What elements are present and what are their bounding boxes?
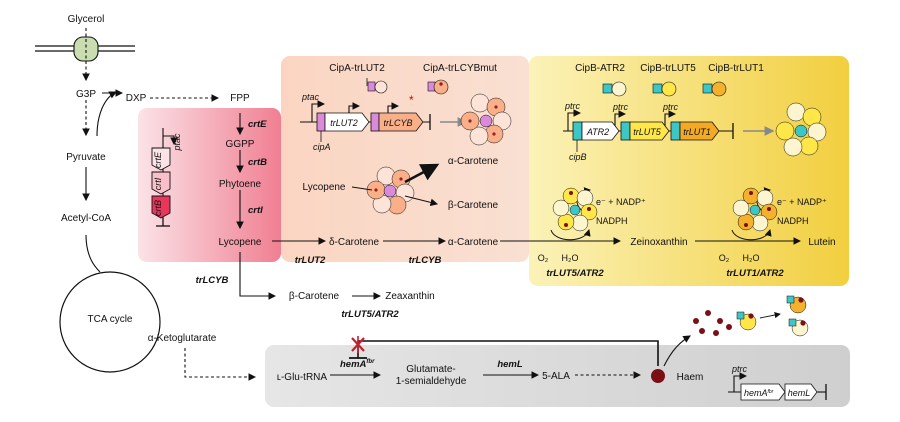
promoter-ptrc-1: ptrc <box>564 101 581 111</box>
grey-box <box>265 345 850 407</box>
hem-operon <box>728 372 827 401</box>
enzyme-trLUT5-ATR2: trLUT5/ATR2 <box>341 309 399 320</box>
salmon-box <box>281 56 529 262</box>
label-zeinoxanthin: Zeinoxanthin <box>630 237 687 248</box>
label-acetyl-coa: Acetyl-CoA <box>61 213 111 224</box>
label-b-carotene: β-Carotene <box>289 291 340 302</box>
label-a-ketoglutarate: α-Ketoglutarate <box>148 333 217 344</box>
label-cipb-atr2: CipB-ATR2 <box>575 63 625 74</box>
promoter-ptac-2: ptac <box>301 92 320 102</box>
enzyme-trLUT2: trLUT2 <box>295 255 326 266</box>
cipA-construct <box>300 100 468 142</box>
enzyme-hemL: hemL <box>497 359 523 370</box>
label-nadph-1: NADPH <box>596 216 628 226</box>
label-cipa-trlcybmut: CipA-trLCYBmut <box>423 63 497 74</box>
gene-crtB: crtB <box>153 200 163 216</box>
label-cipa-trlut2: CipA-trLUT2 <box>329 63 385 74</box>
label-nadph-2: NADPH <box>777 216 809 226</box>
label-lycopene: Lycopene <box>219 237 262 248</box>
enzyme-crtE: crtE <box>248 119 267 130</box>
gene-trLUT2: trLUT2 <box>330 118 358 128</box>
label-5-ala: 5-ALA <box>542 371 570 382</box>
label-g3p: G3P <box>76 89 96 100</box>
gene-crtE: crtE <box>153 151 163 168</box>
haem-dots <box>693 310 732 336</box>
enzyme-trLUT5-ATR2-2: trLUT5/ATR2 <box>546 268 604 279</box>
cipB-fusion-icons <box>602 81 727 97</box>
label-glycerol: Glycerol <box>68 14 105 25</box>
label-e-nadp-1: e⁻ + NADP⁺ <box>596 197 646 207</box>
enzyme-crtI: crtI <box>248 205 263 216</box>
tca-cycle-circle <box>59 271 161 373</box>
label-zeaxanthin: Zeaxanthin <box>385 291 434 302</box>
label-h2o-2: H₂O <box>743 253 760 263</box>
promoter-ptrc-2: ptrc <box>612 102 629 112</box>
label-lutein: Lutein <box>808 237 835 248</box>
enzyme-crtB: crtB <box>248 157 267 168</box>
haem-binding-icon <box>736 295 809 337</box>
label-tca-cycle: TCA cycle <box>87 314 132 325</box>
tag-cipA: cipA <box>313 142 331 152</box>
gene-trLCYB: trLCYB <box>383 118 412 128</box>
label-e-nadp-2: e⁻ + NADP⁺ <box>777 197 827 207</box>
label-fpp: FPP <box>230 93 250 104</box>
gene-ATR2: ATR2 <box>586 127 609 137</box>
enzyme-hemA: hemAfbr <box>340 359 375 370</box>
label-ggpp: GGPP <box>226 139 255 150</box>
cipB-assembly-icon <box>775 102 827 157</box>
svg-text:*: * <box>409 93 414 107</box>
label-haem: Haem <box>677 372 704 383</box>
label-cipb-trlut1: CipB-trLUT1 <box>708 63 764 74</box>
label-a-carotene: α-Carotene <box>448 237 499 248</box>
lut1-complex-icon <box>732 187 778 232</box>
cipA-fusion-icons <box>366 78 449 95</box>
enzyme-trLCYB: trLCYB <box>409 255 442 266</box>
lut5-complex-icon <box>552 187 598 232</box>
membrane <box>35 36 135 62</box>
gene-hemL: hemL <box>788 388 811 398</box>
label-cipb-trlut5: CipB-trLUT5 <box>640 63 696 74</box>
enzyme-trLUT1-ATR2: trLUT1/ATR2 <box>726 268 784 279</box>
label-d-carotene: δ-Carotene <box>329 237 379 248</box>
label-dxp: DXP <box>126 93 147 104</box>
gene-hemA: hemAfbr <box>744 388 774 398</box>
label-o2-2: O₂ <box>719 253 730 263</box>
promoter-ptrc-4: ptrc <box>731 364 748 374</box>
label-h2o-1: H₂O <box>562 253 579 263</box>
promoter-ptrc-3: ptrc <box>662 102 679 112</box>
gene-trLUT5: trLUT5 <box>633 127 662 137</box>
enzyme-trLCYB-2: trLCYB <box>196 275 229 286</box>
cipA-assembly-icon <box>460 93 512 146</box>
crt-operon <box>151 128 178 227</box>
label-glutamate-1: Glutamate- <box>406 364 455 375</box>
gene-trLUT1: trLUT1 <box>683 127 711 137</box>
label-a-carotene-complex: α-Carotene <box>448 156 499 167</box>
label-o2-1: O₂ <box>538 253 549 263</box>
yellow-box <box>529 56 849 286</box>
cipB-construct <box>563 109 775 152</box>
promoter-ptac-1: ptac <box>172 133 182 152</box>
tag-cipB: cipB <box>569 152 587 162</box>
label-b-carotene-complex: β-Carotene <box>448 200 499 211</box>
inhibition-x-icon <box>351 336 365 353</box>
label-glutamate-2: 1-semialdehyde <box>396 376 467 387</box>
label-pyruvate: Pyruvate <box>66 152 106 163</box>
label-lycopene-complex: Lycopene <box>303 182 346 193</box>
haem-icon <box>651 369 665 383</box>
pink-box <box>138 108 281 262</box>
gene-crtI: crtI <box>153 177 163 190</box>
label-l-glu-trna: ʟ-Glu-tRNA <box>277 372 327 383</box>
label-phytoene: Phytoene <box>219 179 262 190</box>
